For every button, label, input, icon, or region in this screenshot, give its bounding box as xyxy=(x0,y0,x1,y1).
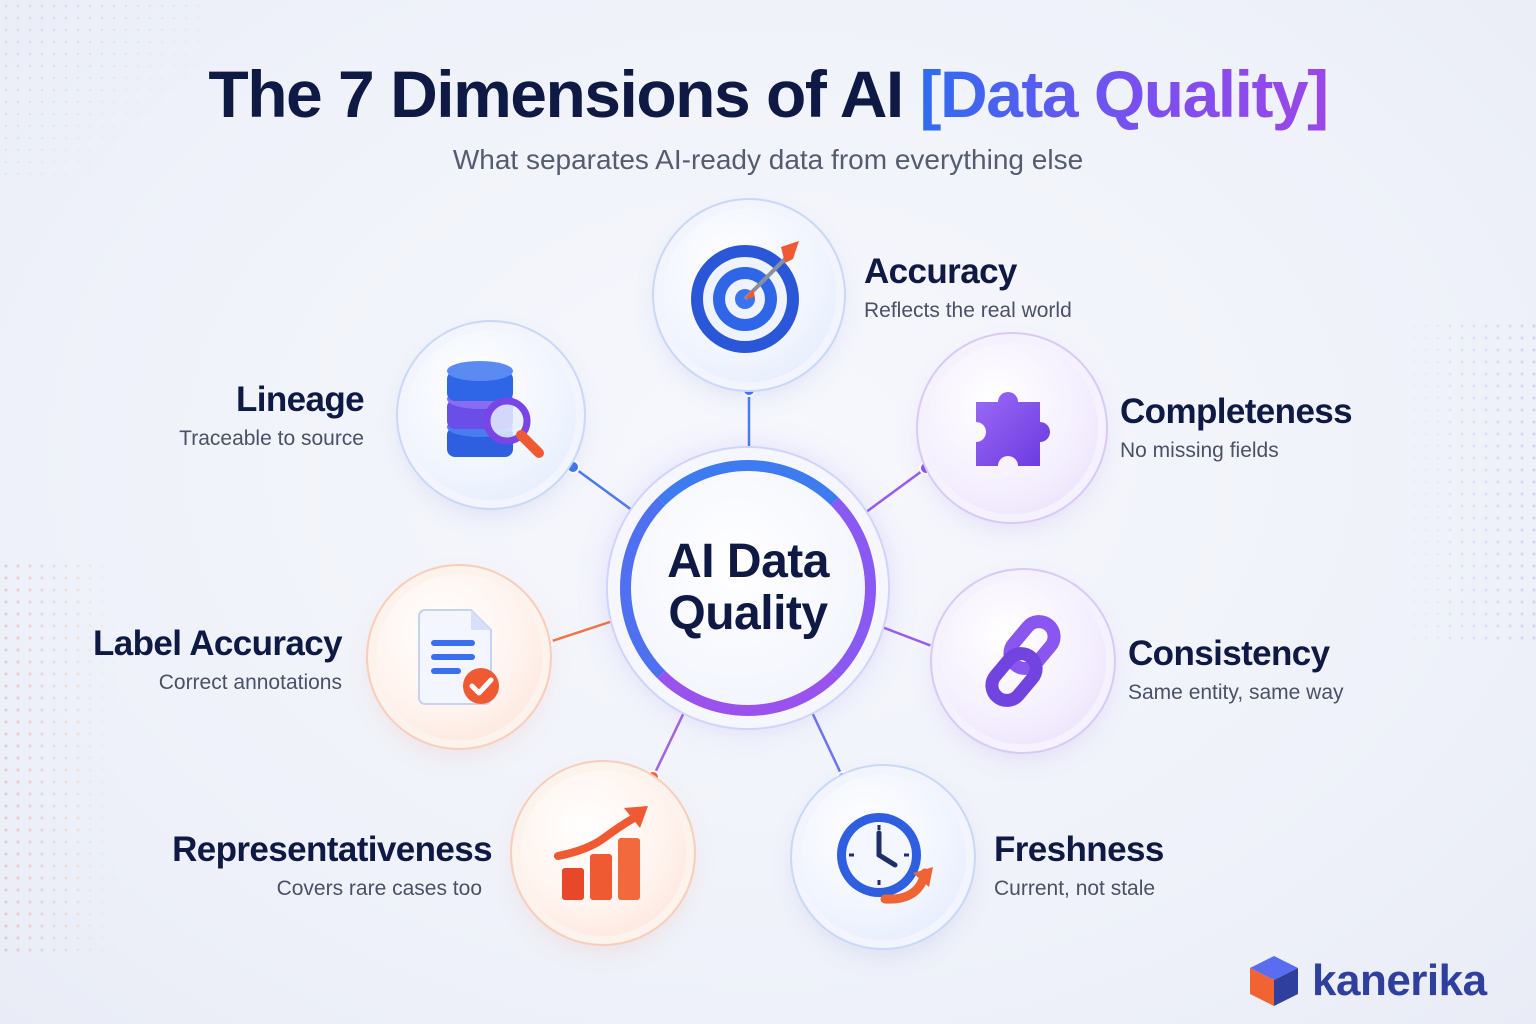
connector-dot-representativeness xyxy=(646,770,660,784)
brand-logo: kanerika xyxy=(1246,952,1487,1010)
cube-logo-icon xyxy=(1250,956,1298,1006)
consistency-desc: Same entity, same way xyxy=(1128,681,1344,704)
connector-consistency xyxy=(873,622,938,650)
center-line-1: AI Data xyxy=(667,535,829,588)
connector-freshness xyxy=(808,707,845,779)
center-hub: AI Data Quality xyxy=(620,460,876,716)
dot-pattern-top-left xyxy=(0,0,200,180)
label-accuracy-desc: Correct annotations xyxy=(158,671,342,694)
chain-link-icon xyxy=(985,615,1061,707)
document-check-icon xyxy=(418,609,499,705)
accuracy-label: Accuracy Reflects the real world xyxy=(864,252,1224,324)
accuracy-desc: Reflects the real world xyxy=(864,299,1072,322)
freshness-label: Freshness Current, not stale xyxy=(994,830,1354,902)
label-accuracy-name: Label Accuracy xyxy=(92,624,343,663)
puzzle-icon xyxy=(976,391,1050,466)
completeness-desc: No missing fields xyxy=(1120,439,1279,462)
brand-name: kanerika xyxy=(1312,956,1487,1005)
page-title: The 7 Dimensions of AI [Data Quality] xyxy=(0,56,1536,132)
lineage-name: Lineage xyxy=(235,380,365,419)
label-accuracy-label: Label Accuracy Correct annotations xyxy=(0,624,343,696)
representativeness-name: Representativeness xyxy=(172,830,493,869)
representativeness-desc: Covers rare cases too xyxy=(276,877,482,900)
completeness-label: Completeness No missing fields xyxy=(1120,392,1480,464)
label-accuracy-bubble xyxy=(376,574,542,740)
database-search-icon xyxy=(447,361,544,458)
dot-pattern-left xyxy=(0,560,120,960)
representativeness-bubble xyxy=(520,770,686,936)
connector-dot-lineage xyxy=(566,460,580,474)
accuracy-bubble xyxy=(662,208,836,382)
page-subtitle: What separates AI-ready data from everyt… xyxy=(452,144,1084,175)
representativeness-label: Representativeness Covers rare cases too xyxy=(132,830,493,902)
title-main: The 7 Dimensions of AI xyxy=(208,57,920,131)
connector-label-accuracy xyxy=(545,616,623,645)
completeness-name: Completeness xyxy=(1120,392,1353,431)
target-icon xyxy=(691,241,799,353)
connector-dot-completeness xyxy=(919,461,933,475)
lineage-bubble xyxy=(406,330,576,500)
connector-completeness xyxy=(857,466,927,520)
center-line-2: Quality xyxy=(668,587,828,640)
freshness-bubble xyxy=(800,774,966,940)
consistency-label: Consistency Same entity, same way xyxy=(1128,634,1488,706)
connector-lineage xyxy=(572,465,641,518)
bar-chart-arrow-icon xyxy=(554,806,648,900)
title-accent: [Data Quality] xyxy=(919,57,1330,131)
accuracy-name: Accuracy xyxy=(864,252,1017,291)
completeness-bubble xyxy=(926,342,1098,514)
connector-representativeness xyxy=(651,703,690,778)
consistency-name: Consistency xyxy=(1128,634,1330,673)
lineage-label: Lineage Traceable to source xyxy=(4,380,364,452)
connector-dot-label-accuracy xyxy=(539,636,553,650)
freshness-desc: Current, not stale xyxy=(994,877,1156,900)
freshness-name: Freshness xyxy=(994,830,1164,869)
connector-dot-accuracy xyxy=(742,383,756,397)
consistency-bubble xyxy=(940,578,1106,744)
dot-pattern-right xyxy=(1396,320,1536,640)
clock-icon xyxy=(837,813,933,904)
lineage-desc: Traceable to source xyxy=(179,427,364,450)
